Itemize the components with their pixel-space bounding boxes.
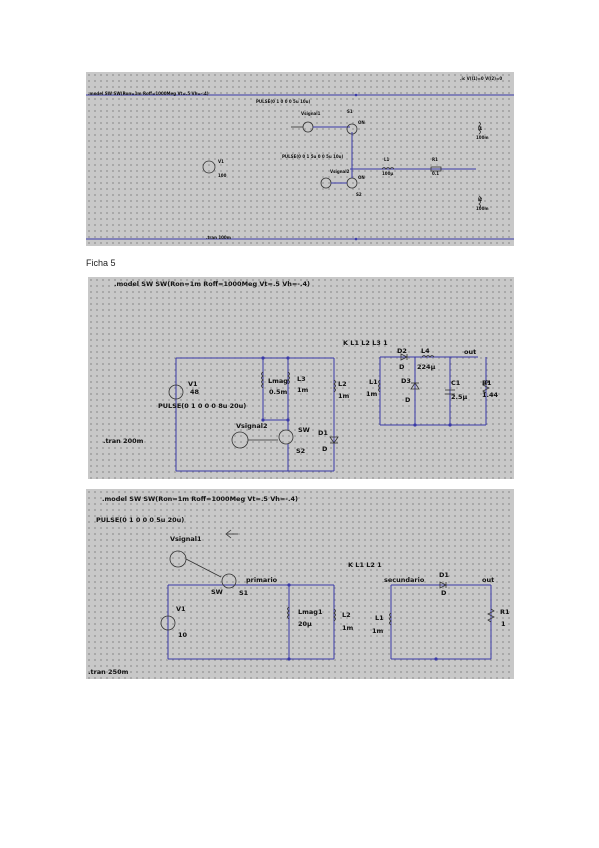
s2-label: S2	[296, 447, 306, 455]
l4-value: 224µ	[417, 363, 436, 371]
model-directive: .model SW SW(Ron=1m Roff=1000Meg Vt=.5 V…	[114, 280, 310, 288]
r1-value: 0.1	[432, 171, 440, 176]
vsignal1-label: Vsignal1	[170, 535, 202, 543]
v1-label: V1	[188, 380, 198, 388]
schematic-1-wiring	[86, 93, 514, 241]
r1-label: R1	[500, 608, 510, 616]
r1-value: 1.44	[482, 391, 499, 399]
l2-label: L2	[338, 380, 347, 388]
out-label: out	[464, 348, 477, 356]
section-caption: Ficha 5	[86, 258, 116, 268]
vsignal2-label: Vsignal2	[330, 169, 350, 174]
schematic-3-wiring	[160, 529, 495, 661]
v1-value: 100	[218, 173, 227, 178]
l1-label: L1	[375, 614, 384, 622]
i1-value: 100m	[476, 135, 489, 140]
l2-value: 1m	[342, 624, 354, 632]
s2-on-label: ON	[358, 175, 365, 180]
v1-label: V1	[176, 605, 186, 613]
l3-label: L3	[297, 375, 306, 383]
c1-label: C1	[451, 379, 461, 387]
s1-label: S1	[239, 589, 249, 597]
pulse-label: PULSE(0 1 0 0 0 5u 20u)	[96, 516, 185, 524]
d1-label: D1	[318, 429, 328, 437]
i1-label: I1	[478, 126, 483, 131]
pulse-1-label: PULSE(0 1 0 0 0 5u 10u)	[256, 99, 311, 104]
coupling-directive: K L1 L2 L3 1	[343, 339, 388, 347]
secundario-label: secundario	[384, 576, 425, 584]
tran-directive: .tran 250m	[88, 668, 129, 676]
primario-label: primario	[246, 576, 278, 584]
tran-directive: .tran 200m	[103, 437, 144, 445]
vsignal1-label: Vsignal1	[301, 111, 321, 116]
sw-label: SW	[298, 426, 310, 434]
i2-label: I2	[478, 197, 483, 202]
sw-label: SW	[211, 588, 223, 596]
l2-value: 1m	[338, 392, 350, 400]
v1-value: 10	[178, 631, 188, 639]
schematic-2: .model SW SW(Ron=1m Roff=1000Meg Vt=.5 V…	[88, 277, 514, 479]
coupling-directive: K L1 L2 1	[348, 561, 382, 569]
r1-label: R1	[432, 157, 438, 162]
d3-label: D3	[401, 377, 411, 385]
c1-value: 2.5µ	[451, 393, 468, 401]
lmag1-value: 20µ	[298, 620, 312, 628]
d1-label: D1	[439, 571, 449, 579]
d1-value: D	[322, 445, 328, 453]
schematic-3: .model SW SW(Ron=1m Roff=1000Meg Vt=.5 V…	[86, 489, 514, 679]
tran-directive: .tran 100m	[206, 235, 231, 240]
l1-value: 1m	[372, 627, 384, 635]
d2-value: D	[399, 363, 405, 371]
l1-value: 1m	[366, 390, 378, 398]
lmag1-label: Lmag1	[298, 608, 323, 616]
l1-label: L1	[384, 157, 390, 162]
model-directive: .model SW SW(Ron=1m Roff=1000Meg Vt=.5 V…	[102, 495, 298, 503]
d1-value: D	[441, 589, 447, 597]
lmag-value: 0.5m	[269, 388, 288, 396]
schematic-2-wiring	[168, 353, 490, 472]
model-directive: .model SW SW(Ron=1m Roff=1000Meg Vt=.5 V…	[88, 91, 209, 96]
v1-value: 48	[190, 388, 200, 396]
s1-on-label: ON	[358, 120, 365, 125]
v1-label: V1	[218, 159, 224, 164]
r1-label: R1	[482, 379, 492, 387]
r1-value: 1	[501, 620, 506, 628]
l1-label: L1	[369, 378, 378, 386]
out-label: out	[482, 576, 495, 584]
d3-value: D	[405, 396, 411, 404]
schematic-1: .model SW SW(Ron=1m Roff=1000Meg Vt=.5 V…	[86, 72, 514, 246]
i2-value: 100m	[476, 206, 489, 211]
d2-label: D2	[397, 347, 407, 355]
l4-label: L4	[421, 347, 430, 355]
vsignal2-label: Vsignal2	[236, 422, 268, 430]
pulse-label: PULSE(0 1 0 0 0 8u 20u)	[158, 402, 247, 410]
pulse-2-label: PULSE(0 0 1 5u 0 0 5u 10u)	[282, 154, 344, 159]
l1-value: 100µ	[382, 171, 394, 176]
l2-label: L2	[342, 611, 351, 619]
l3-value: 1m	[297, 386, 309, 394]
s1-label: S1	[347, 109, 353, 114]
ic-directive: .ic V(l1)=0 V(l2)=0	[460, 76, 503, 81]
s2-label: S2	[356, 192, 362, 197]
lmag-label: Lmag	[268, 377, 288, 385]
